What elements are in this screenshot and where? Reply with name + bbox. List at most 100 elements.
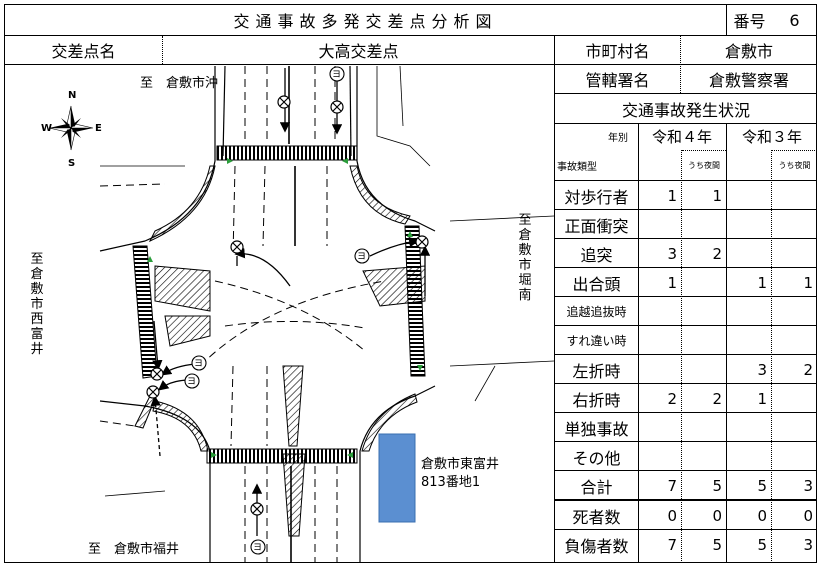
accident-type-label: 出合頭 — [572, 274, 621, 294]
deaths-year1: 0 — [667, 506, 677, 525]
year1-night-count: 2 — [712, 244, 722, 263]
year2-count: 1 — [757, 389, 767, 408]
compass-e-label: E — [95, 123, 102, 134]
year2-count — [727, 210, 771, 239]
compass-s-label: S — [68, 158, 76, 169]
injuries-year1-night: 5 — [712, 535, 722, 554]
accident-location-building — [378, 433, 416, 523]
year-label: 年別 — [608, 132, 628, 144]
year1-count — [639, 413, 681, 442]
year1-header: 令和４年 — [651, 127, 712, 146]
type-label: 事故類型 — [557, 161, 597, 173]
year2-count — [727, 326, 771, 355]
year2-count — [727, 239, 771, 268]
police-value: 倉敷警察署 — [708, 71, 789, 90]
year2-header: 令和３年 — [741, 127, 802, 146]
injuries-year2: 5 — [757, 535, 767, 554]
year1-night-header: うち夜間 — [688, 160, 720, 170]
injuries-label: 負傷者数 — [564, 536, 629, 556]
year1-night-count — [682, 442, 726, 471]
year2-night-count — [772, 326, 817, 355]
accident-type-label: 追突 — [580, 245, 613, 265]
intersection-map — [48, 66, 554, 563]
year2-night-count — [772, 413, 817, 442]
injuries-year1: 7 — [667, 535, 677, 554]
year1-count: 3 — [667, 244, 677, 263]
year2-count: 3 — [757, 360, 767, 379]
compass-n-label: N — [68, 90, 77, 101]
intersection-label: 交差点名 — [51, 42, 116, 61]
rear-end-markers — [184, 66, 370, 555]
number-label: 番号 — [733, 12, 766, 31]
crosswalk-west — [132, 245, 158, 379]
accident-type-label: 左折時 — [572, 361, 621, 381]
year2-count — [727, 413, 771, 442]
year1-night-count — [682, 413, 726, 442]
year1-night-count: 5 — [712, 476, 722, 495]
year1-night-count — [682, 210, 726, 239]
municipality-value: 倉敷市 — [724, 42, 773, 61]
compass-w-label: W — [41, 123, 53, 134]
intersection-name: 大高交差点 — [318, 42, 399, 61]
section-title: 交通事故発生状況 — [621, 100, 750, 120]
direction-north-label: 至 倉敷市沖 — [140, 76, 219, 91]
document-frame — [4, 4, 817, 563]
signal-markers — [147, 158, 423, 458]
crosswalk-east — [404, 225, 426, 377]
police-label: 管轄署名 — [585, 71, 650, 90]
accident-type-label: 正面衝突 — [564, 216, 629, 236]
year1-count — [639, 297, 681, 326]
rear-end-marker-label: ヨ — [332, 70, 342, 80]
number-value: 6 — [789, 10, 800, 30]
year1-night-count — [682, 268, 726, 297]
year2-night-count — [772, 297, 817, 326]
year2-count: 1 — [757, 273, 767, 292]
deaths-label: 死者数 — [572, 507, 621, 527]
year1-count: 1 — [667, 273, 677, 292]
rear-end-marker-label: ヨ — [187, 377, 197, 387]
side-roads — [100, 66, 554, 497]
year1-night-count — [682, 297, 726, 326]
crosswalk-north — [216, 145, 358, 161]
year1-count — [639, 442, 681, 471]
address-line2: 813番地1 — [421, 475, 481, 490]
direction-east-label: 至倉敷市堀南 — [518, 213, 532, 303]
direction-south-label: 至 倉敷市福井 — [88, 542, 180, 557]
year1-count — [639, 355, 681, 384]
year2-night-count: 2 — [803, 360, 813, 379]
compass-rose-icon — [48, 105, 94, 151]
accident-type-label: 右折時 — [572, 390, 621, 410]
year1-night-count — [682, 355, 726, 384]
year1-count — [639, 326, 681, 355]
year2-count: 5 — [757, 476, 767, 495]
year2-night-count: 3 — [803, 476, 813, 495]
deaths-year1-night: 0 — [712, 506, 722, 525]
crosswalk-south — [206, 448, 358, 464]
accident-type-label: 単独事故 — [564, 419, 629, 439]
year2-night-count — [772, 442, 817, 471]
deaths-year2-night: 0 — [803, 506, 813, 525]
accident-type-label: すれ違い時 — [566, 334, 627, 348]
year2-night-header: うち夜間 — [778, 160, 811, 170]
crash-marks — [146, 95, 429, 516]
year2-night-count: 1 — [803, 273, 813, 292]
deaths-year2: 0 — [757, 506, 767, 525]
year1-count: 2 — [667, 389, 677, 408]
accident-type-label: 合計 — [580, 477, 613, 497]
rear-end-marker-label: ヨ — [194, 359, 204, 369]
accident-type-label: 追越追抜時 — [566, 305, 627, 319]
year1-count: 7 — [667, 476, 677, 495]
year1-night-count — [682, 326, 726, 355]
injuries-year2-night: 3 — [803, 535, 813, 554]
rear-end-marker-label: ヨ — [253, 543, 263, 553]
direction-west-label: 至倉敷市西富井 — [30, 252, 44, 357]
year2-count — [727, 297, 771, 326]
year2-night-count — [772, 181, 817, 210]
year2-night-count — [772, 239, 817, 268]
year2-count — [727, 181, 771, 210]
accident-type-label: 対歩行者 — [564, 187, 629, 207]
municipality-label: 市町村名 — [585, 42, 650, 61]
year1-night-count: 1 — [712, 186, 722, 205]
year1-night-count: 2 — [712, 389, 722, 408]
rear-end-marker-label: ヨ — [357, 252, 367, 262]
